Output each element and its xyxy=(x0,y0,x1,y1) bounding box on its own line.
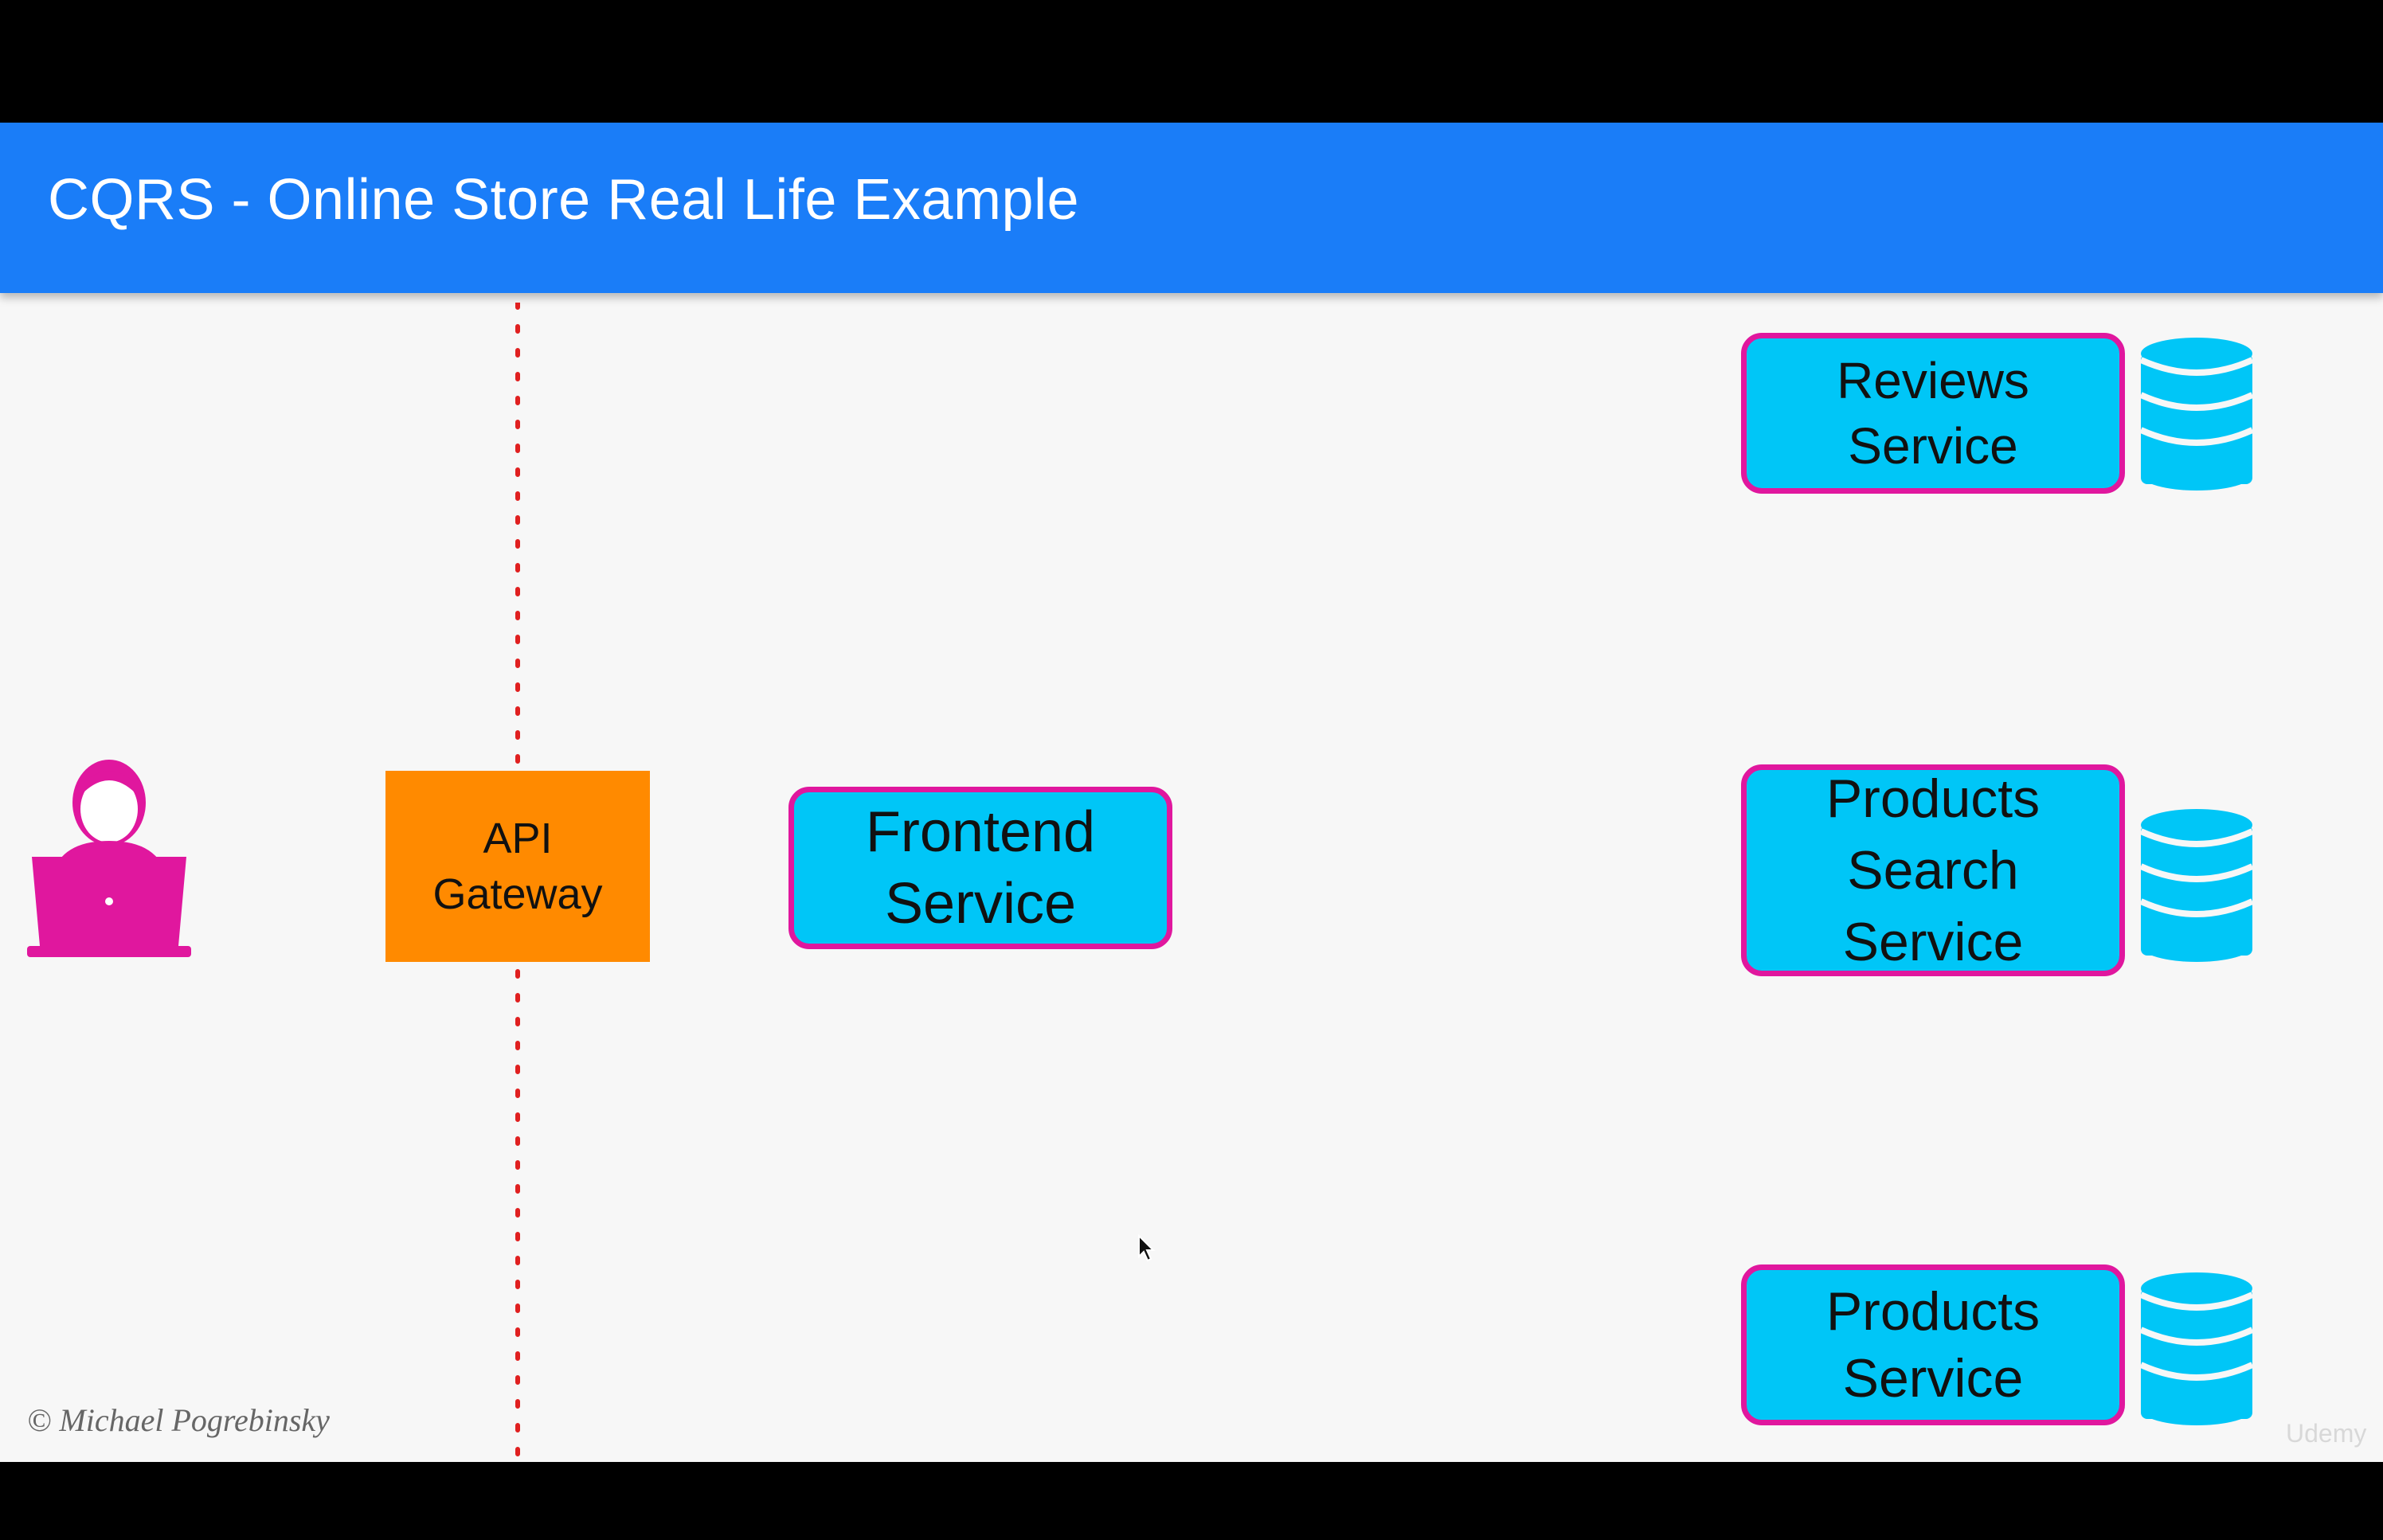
products-service-label: Products Service xyxy=(1825,1281,2041,1409)
slide: CQRS - Online Store Real Life Example AP… xyxy=(0,123,2383,1462)
products-service-box: Products Service xyxy=(1741,1264,2125,1425)
user-laptop-icon xyxy=(27,760,191,957)
products-search-service-box: Products Search Service xyxy=(1741,764,2125,976)
api-gateway-box: API Gateway xyxy=(385,771,650,962)
reviews-service-box: Reviews Service xyxy=(1741,333,2125,494)
mouse-cursor-icon xyxy=(1138,1234,1156,1262)
udemy-watermark: Udemy xyxy=(2286,1419,2367,1448)
frontend-service-label: Frontend Service xyxy=(865,800,1096,936)
products-search-service-label: Products Search Service xyxy=(1825,768,2041,972)
database-icon xyxy=(2141,809,2252,962)
slide-header: CQRS - Online Store Real Life Example xyxy=(0,123,2383,293)
slide-title: CQRS - Online Store Real Life Example xyxy=(48,168,1080,232)
database-icon xyxy=(2141,1272,2252,1425)
database-icon xyxy=(2141,338,2252,491)
reviews-service-label: Reviews Service xyxy=(1837,352,2029,475)
frontend-service-box: Frontend Service xyxy=(788,787,1172,949)
copyright-text: © Michael Pogrebinsky xyxy=(27,1402,330,1438)
api-gateway-label: API Gateway xyxy=(432,815,603,918)
